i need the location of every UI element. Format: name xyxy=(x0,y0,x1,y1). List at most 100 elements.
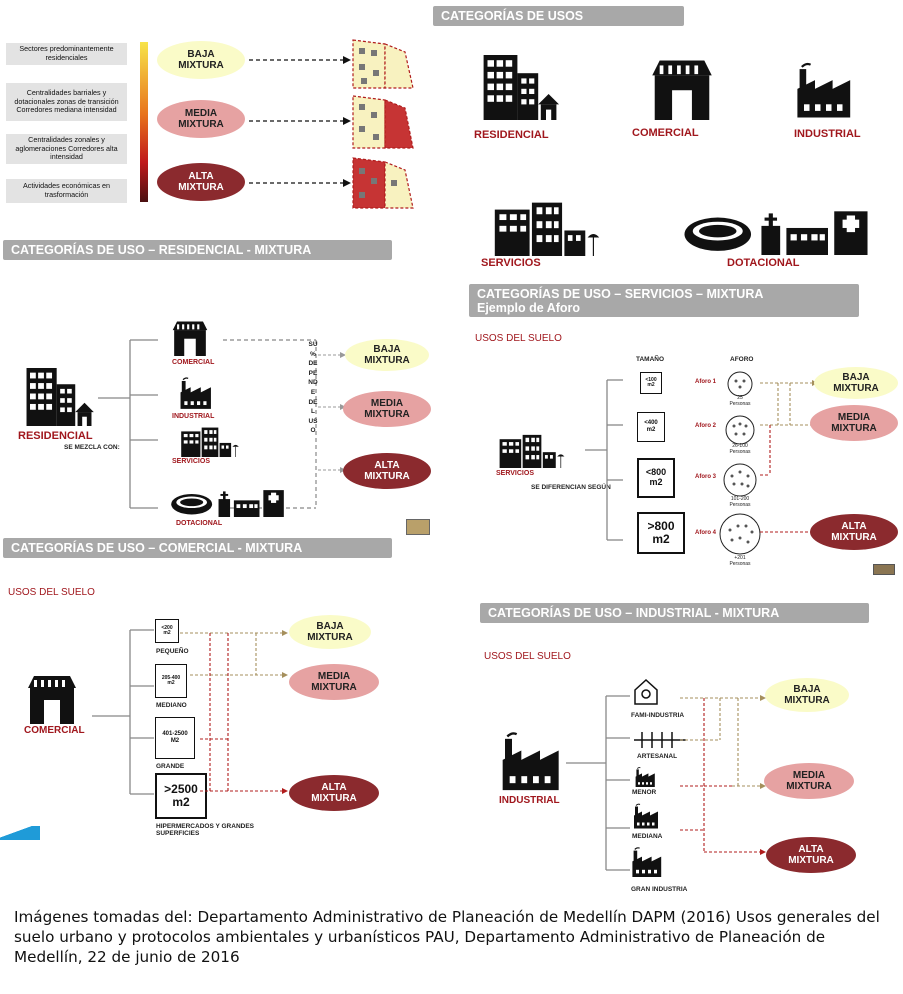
servicios-size-3: <800 m2 xyxy=(637,458,675,498)
servicios-aforo-3: Aforo 3 xyxy=(695,474,716,480)
residencial-oval-alta: ALTA MIXTURA xyxy=(343,453,431,489)
residencial-main-label: RESIDENCIAL xyxy=(18,430,93,442)
residencial-section-title: CATEGORÍAS DE USO – RESIDENCIAL - MIXTUR… xyxy=(3,240,392,260)
usos-label-dotacional: DOTACIONAL xyxy=(727,257,800,269)
source-caption: Imágenes tomadas del: Departamento Admin… xyxy=(14,908,880,967)
residencial-main-icon xyxy=(26,368,94,426)
industrial-item-gran: GRAN INDUSTRIA xyxy=(631,886,688,893)
category-barrial-centralities: Centralidades barriales y dotacionales z… xyxy=(6,83,127,121)
servicios-connectors xyxy=(585,379,623,541)
industrial-item-menor: MENOR xyxy=(632,789,657,796)
servicios-subtitle-text: Ejemplo de Aforo xyxy=(477,301,581,316)
residencial-vertical-text: SU % DEPENDE DEL USO xyxy=(308,341,318,435)
servicios-aforo-4: Aforo 4 xyxy=(695,530,716,536)
comercial-size-label-4: HIPERMERCADOS Y GRANDES SUPERFICIES xyxy=(156,823,254,838)
servicios-sub-label: SE DIFERENCIAN SEGÚN xyxy=(531,484,611,491)
residencial-oval-arrows xyxy=(318,352,346,473)
residencial-item-comercial: COMERCIAL xyxy=(172,359,215,366)
residencial-item-servicios: SERVICIOS xyxy=(172,458,210,465)
residencial-oval-baja: BAJA MIXTURA xyxy=(345,339,429,371)
category-economic-activities: Actividades económicas en trasformación xyxy=(6,179,127,203)
category-residential-sectors: Sectores predominantemente residenciales xyxy=(6,43,127,65)
residencial-icon xyxy=(483,55,559,120)
servicios-aforo-1: Aforo 1 xyxy=(695,379,716,385)
comercial-size-label-2: MEDIANO xyxy=(156,702,187,709)
industrial-oval-arrows xyxy=(680,695,766,855)
residencial-connectors xyxy=(98,339,317,509)
comercial-size-3: 401-2500 M2 xyxy=(155,717,195,759)
servicios-oval-media: MEDIA MIXTURA xyxy=(810,405,898,441)
residencial-thumbnail xyxy=(406,519,430,535)
residencial-oval-media: MEDIA MIXTURA xyxy=(343,391,431,427)
comercial-size-1: <200 m2 xyxy=(155,619,179,643)
comercial-main-label: COMERCIAL xyxy=(24,725,85,736)
comercial-oval-baja: BAJA MIXTURA xyxy=(289,615,371,649)
oval-alta-mixtura: ALTA MIXTURA xyxy=(157,163,245,201)
servicios-col-aforo: AFORO xyxy=(730,356,754,363)
dotacional-icon xyxy=(684,211,868,255)
industrial-connectors xyxy=(566,695,630,871)
comercial-main-icon xyxy=(28,676,76,724)
industrial-main-label: INDUSTRIAL xyxy=(499,795,560,806)
servicios-col-tamano: TAMAÑO xyxy=(636,356,665,363)
mixtura-block-diagrams xyxy=(249,39,414,209)
comercial-oval-alta: ALTA MIXTURA xyxy=(289,775,379,811)
comercial-oval-media: MEDIA MIXTURA xyxy=(289,664,379,700)
comercial-size-2: 205-400 m2 xyxy=(155,664,187,698)
oval-media-mixtura: MEDIA MIXTURA xyxy=(157,100,245,138)
artesanal-icon xyxy=(634,732,686,748)
industrial-main-icon xyxy=(501,732,560,792)
menor-icon xyxy=(635,767,656,788)
oval-baja-mixtura: BAJA MIXTURA xyxy=(157,41,245,79)
residencial-dotacional-icon xyxy=(171,490,284,517)
residencial-servicios-icon xyxy=(181,427,239,457)
industrial-oval-alta: ALTA MIXTURA xyxy=(766,837,856,873)
industrial-item-mediana: MEDIANA xyxy=(632,833,663,840)
servicios-oval-arrows xyxy=(760,380,818,535)
comercial-section-title: CATEGORÍAS DE USO – COMERCIAL - MIXTURA xyxy=(3,538,392,558)
industrial-oval-media: MEDIA MIXTURA xyxy=(764,763,854,799)
industrial-icon xyxy=(796,62,852,119)
industrial-oval-baja: BAJA MIXTURA xyxy=(765,678,849,712)
residencial-industrial-icon xyxy=(179,377,212,410)
usos-label-comercial: COMERCIAL xyxy=(632,127,699,139)
servicios-main-icon xyxy=(499,434,565,468)
servicios-oval-alta: ALTA MIXTURA xyxy=(810,514,898,550)
servicios-icon xyxy=(494,202,600,256)
residencial-sub-label: SE MEZCLA CON: xyxy=(64,444,120,451)
servicios-size-1: <100 m2 xyxy=(640,372,662,394)
servicios-section-title: CATEGORÍAS DE USO – SERVICIOS – MIXTURA … xyxy=(469,284,859,317)
industrial-item-artesanal: ARTESANAL xyxy=(637,753,678,760)
servicios-title-text: CATEGORÍAS DE USO – SERVICIOS – MIXTURA xyxy=(477,287,764,301)
category-zonal-centralities: Centralidades zonales y aglomeraciones C… xyxy=(6,134,127,164)
servicios-main-label: SERVICIOS xyxy=(496,470,534,477)
mediana-icon xyxy=(633,803,659,830)
servicios-usos-label: USOS DEL SUELO xyxy=(475,333,562,344)
comercial-size-label-1: PEQUEÑO xyxy=(156,648,189,655)
usos-label-servicios: SERVICIOS xyxy=(481,257,541,269)
usos-label-industrial: INDUSTRIAL xyxy=(794,128,861,140)
industrial-section-title: CATEGORÍAS DE USO – INDUSTRIAL - MIXTURA xyxy=(480,603,869,623)
servicios-oval-baja: BAJA MIXTURA xyxy=(814,367,898,399)
fami-industria-icon xyxy=(634,678,658,705)
comercial-oval-arrows xyxy=(180,630,288,794)
industrial-usos-label: USOS DEL SUELO xyxy=(484,651,571,662)
comercial-size-4: >2500 m2 xyxy=(155,773,207,819)
comercial-usos-label: USOS DEL SUELO xyxy=(8,587,95,598)
servicios-personas-1: 25 Personas xyxy=(729,395,751,407)
usos-title: CATEGORÍAS DE USOS xyxy=(433,6,684,26)
comercial-size-label-3: GRANDE xyxy=(156,763,185,770)
usos-label-residencial: RESIDENCIAL xyxy=(474,129,549,141)
servicios-aforo-2: Aforo 2 xyxy=(695,423,716,429)
industrial-item-fami: FAMI-INDUSTRIA xyxy=(631,712,685,719)
servicios-thumbnail xyxy=(873,564,895,575)
residencial-item-dotacional: DOTACIONAL xyxy=(176,520,223,527)
servicios-size-4: >800 m2 xyxy=(637,512,685,554)
intensity-gradient-bar xyxy=(140,42,148,202)
comercial-icon xyxy=(652,60,712,120)
residencial-item-industrial: INDUSTRIAL xyxy=(172,413,215,420)
servicios-personas-4: +201 Personas xyxy=(729,555,751,567)
servicios-crowd-circles xyxy=(719,371,761,555)
servicios-size-2: <400 m2 xyxy=(637,412,665,442)
blue-corner-decoration xyxy=(0,826,40,840)
